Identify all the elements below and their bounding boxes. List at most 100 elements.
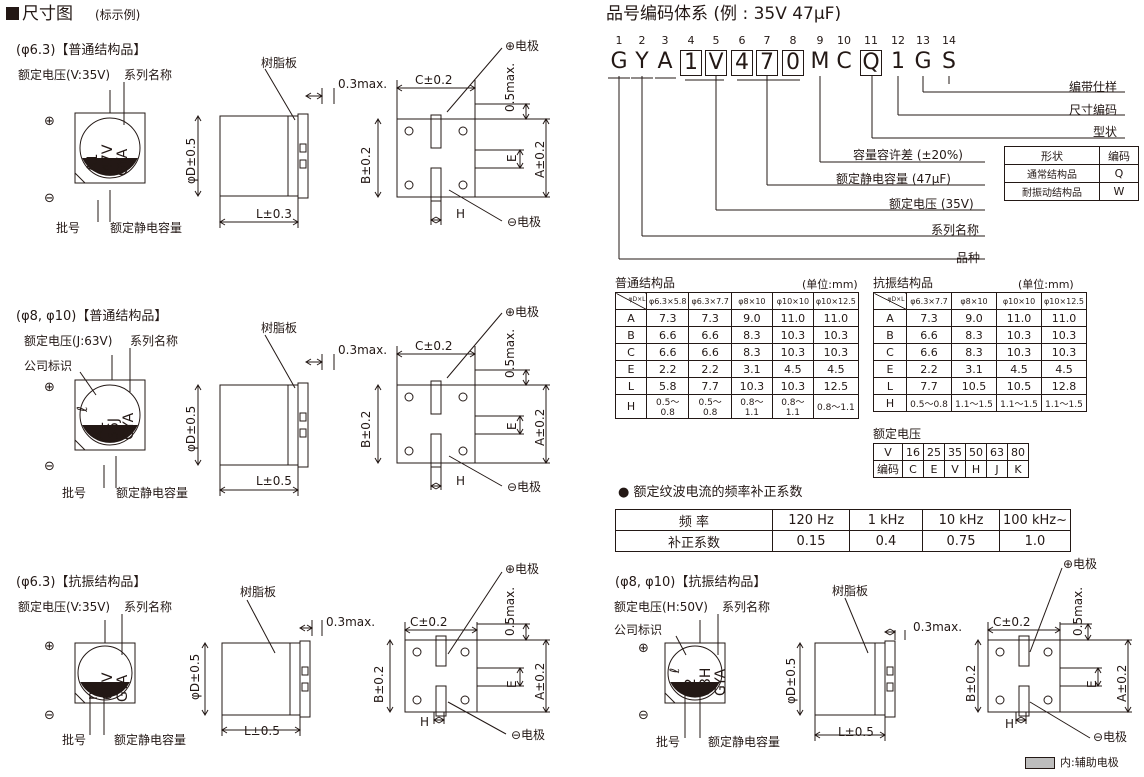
arrow-head [522, 113, 530, 120]
table-col-header: φ10×10 [996, 292, 1042, 310]
s4-bottom-neg-terminal [1018, 685, 1030, 717]
table-row-header: L [615, 377, 647, 395]
section3-A: A±0.2 [533, 662, 547, 700]
table-col-header: φ6.3×7.7 [906, 292, 952, 310]
table-cell: 10.5 [996, 377, 1042, 395]
leader-line [448, 189, 503, 222]
arrow-head [194, 190, 202, 197]
leader-line [246, 599, 276, 654]
section4-pos-electrode: ⊕电极 [1063, 557, 1098, 571]
code-number-14: 14 [942, 34, 956, 47]
s2-bottom-hole [458, 446, 468, 456]
section3-D: φD±0.5 [188, 653, 202, 700]
section2-D: φD±0.5 [184, 405, 198, 452]
vib-table-unit: (单位:mm) [1018, 278, 1074, 291]
leader-line [446, 47, 503, 113]
section4-max03: 0.3max. [913, 620, 963, 634]
section1-H: H [456, 207, 466, 221]
code-char-14: S [942, 49, 956, 74]
table-cell: 4.5 [1041, 360, 1087, 378]
table-cell: 6.6 [906, 343, 952, 361]
section1-rated-voltage: 额定电压(V:35V) [18, 68, 111, 82]
table-cell: 4.5 [996, 360, 1042, 378]
table-cell: 8.3 [951, 343, 997, 361]
voltage-row-header: 编码 [873, 460, 903, 478]
section2-L: L±0.5 [256, 474, 292, 488]
section4-cap-line3: GYA [713, 668, 729, 696]
voltage-cell: 80 [1007, 443, 1029, 461]
table-cell: 10.3 [771, 326, 814, 344]
section4-heading: (φ8, φ10)【抗振结构品】 [615, 575, 767, 590]
s2-bottom-hole [404, 446, 414, 456]
leader-line [448, 455, 503, 487]
voltage-cell: 16 [902, 443, 924, 461]
arrow-head [430, 482, 437, 490]
table-cell: 10.3 [730, 377, 773, 395]
table-row-header: A [615, 309, 647, 327]
section3-resin: 树脂板 [240, 585, 277, 599]
std-table-unit: (单位:mm) [802, 278, 858, 291]
leader-line [264, 68, 296, 121]
s4-bottom-hole [1043, 647, 1053, 657]
table-cell: 4.5 [812, 360, 859, 378]
arrow-head [430, 216, 437, 224]
s3-bottom-hole [460, 647, 470, 657]
section4-D: φD±0.5 [784, 657, 798, 704]
arrow-head [374, 457, 382, 464]
code-number-7: 7 [763, 34, 771, 47]
code-char-4: 1 [680, 50, 702, 76]
table-cell: 11.0 [996, 309, 1042, 327]
section4-plus-sign: ⊕ [638, 641, 649, 656]
s3-side-lead [301, 666, 309, 676]
s3-cap-can [77, 645, 133, 701]
code-number-12: 12 [891, 34, 905, 47]
section1-lot: 批号 [56, 221, 81, 235]
s1-side-lead [299, 143, 307, 153]
s2-bottom-hole [404, 392, 414, 402]
section3-cap-line1: n2 [85, 682, 101, 700]
arrow-head [201, 709, 209, 716]
s2-cap-chamfer [74, 439, 86, 451]
leader-line [447, 571, 503, 655]
voltage-cell: 50 [965, 443, 987, 461]
section3-pos-electrode: ⊕电极 [505, 562, 540, 576]
section2-A: A±0.2 [533, 408, 547, 446]
section1-max05: 0.5max. [503, 62, 517, 112]
section4-B: B±0.2 [964, 664, 978, 702]
section4-E: E [1085, 680, 1099, 688]
s3-bottom-pos-terminal [435, 635, 447, 667]
table-cell: 0.5～0.8 [906, 394, 952, 412]
code-char-11: Q [860, 50, 882, 76]
arrow-head [194, 115, 202, 122]
s1-cap-chamfer [74, 172, 86, 184]
s3-bottom-hole [460, 695, 470, 705]
s3-bottom-hole [412, 647, 422, 657]
freq-cell: 10 kHz [922, 509, 1000, 531]
section2-plus-sign: ⊕ [44, 380, 55, 395]
voltage-cell: H [965, 460, 987, 478]
table-row-header: B [615, 326, 647, 344]
code-char-13: G [914, 49, 932, 74]
code-label-series: 系列名称 [931, 223, 980, 237]
arrow-head [374, 384, 382, 391]
section2-cap-line1: A1 [91, 421, 107, 440]
table-row-header: B [873, 326, 907, 344]
section2-rated-voltage: 额定电压(J:63V) [24, 334, 113, 348]
section1-resin: 树脂板 [261, 56, 298, 70]
section1-C: C±0.2 [415, 73, 453, 87]
table-cell: 7.3 [645, 309, 690, 327]
table-cell: 11.0 [1041, 309, 1087, 327]
arrow-head [316, 92, 323, 100]
section2-heading: (φ8, φ10)【普通结构品】 [16, 309, 168, 324]
section2-C: C±0.2 [415, 339, 453, 353]
s2-bottom-neg-terminal [430, 433, 442, 468]
table-cell: 10.3 [996, 343, 1042, 361]
freq-cell: 0.4 [849, 530, 923, 552]
section4-cap-line1: n2 [683, 678, 699, 696]
